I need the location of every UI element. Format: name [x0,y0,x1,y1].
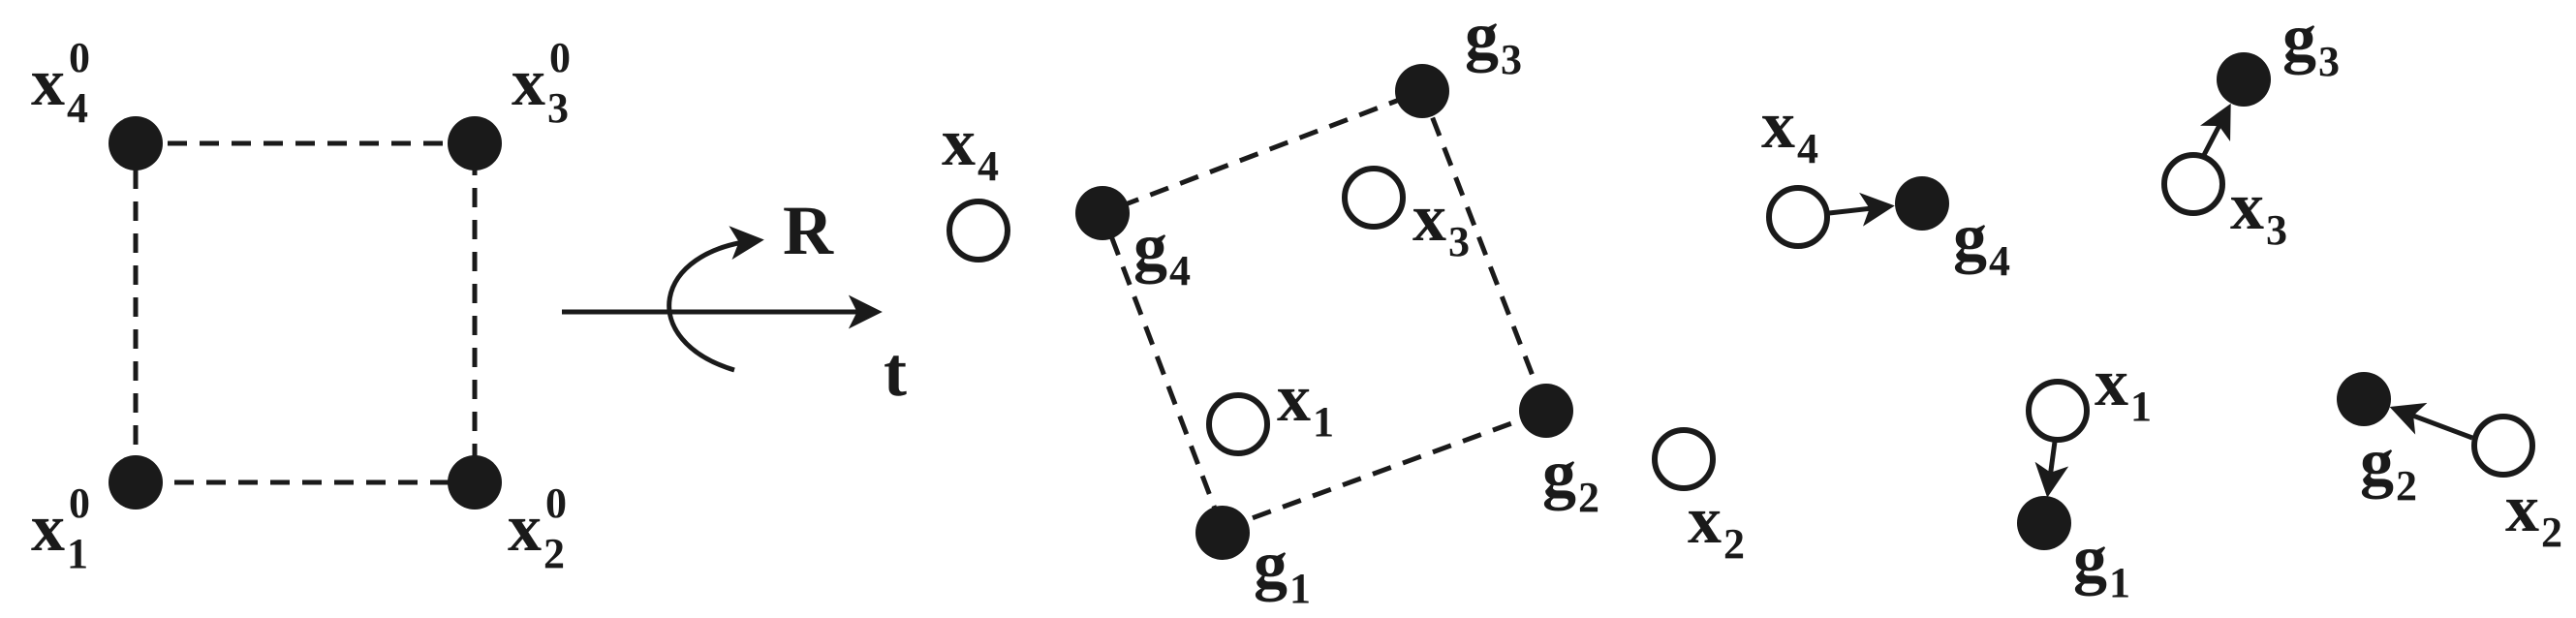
label-t: t [884,333,907,411]
vector-x4-to-g4 [1828,192,1895,227]
goal-g3-disp [2217,52,2271,107]
point-x2-0 [448,455,502,510]
current-x2 [1652,427,1716,491]
label-g2: g2 [1542,437,1599,521]
original-square-outline [133,140,478,485]
goal-g4 [1075,186,1130,240]
current-x1-disp [2026,379,2090,443]
vector-x2-to-g2 [2389,402,2473,441]
label-x1: x1 [1277,361,1334,446]
label-g3-disp: g3 [2282,1,2340,85]
current-x1 [1206,392,1270,456]
point-x4-0 [109,116,163,170]
point-x3-0 [448,116,502,170]
current-x2-disp [2471,414,2535,478]
point-x1-0 [109,455,163,510]
transform-arrow: R t [562,192,907,411]
vector-x1-to-g1 [2034,441,2069,498]
goal-g1 [1195,506,1250,560]
vector-x3-to-g3 [2200,103,2231,157]
current-x3 [1342,166,1406,230]
current-x3-disp [2161,152,2225,216]
label-g2-disp: g2 [2360,425,2417,510]
label-x4: x4 [942,106,999,190]
label-g1-disp: g1 [2073,522,2130,606]
goal-g2 [1519,384,1573,438]
label-x4-disp: x4 [1761,88,1818,172]
goal-g4-disp [1895,176,1949,231]
label-g3: g3 [1465,0,1522,83]
current-x4-disp [1766,185,1830,249]
label-g4-disp: g4 [1953,201,2010,285]
label-g4: g4 [1133,210,1191,294]
goal-g2-disp [2337,372,2391,426]
label-R: R [783,192,834,269]
transformed-square: x4 x3 x1 x2 g3 g4 g2 g1 [942,0,1745,612]
label-x3: x3 [1412,181,1470,265]
label-x3-disp: x3 [2230,170,2287,254]
label-x2: x2 [1688,483,1745,568]
displacement-vectors: x4 x3 x1 x2 g3 g4 g2 g1 [1761,1,2562,606]
rotation-arrow [667,226,764,373]
label-x1-disp: x1 [2095,346,2152,430]
goal-g3 [1395,64,1449,118]
goal-g1-disp [2017,496,2071,550]
label-g1: g1 [1254,528,1311,612]
goal-square-outline [1099,87,1550,533]
current-x4 [947,199,1010,263]
label-x2-disp: x2 [2505,472,2562,556]
